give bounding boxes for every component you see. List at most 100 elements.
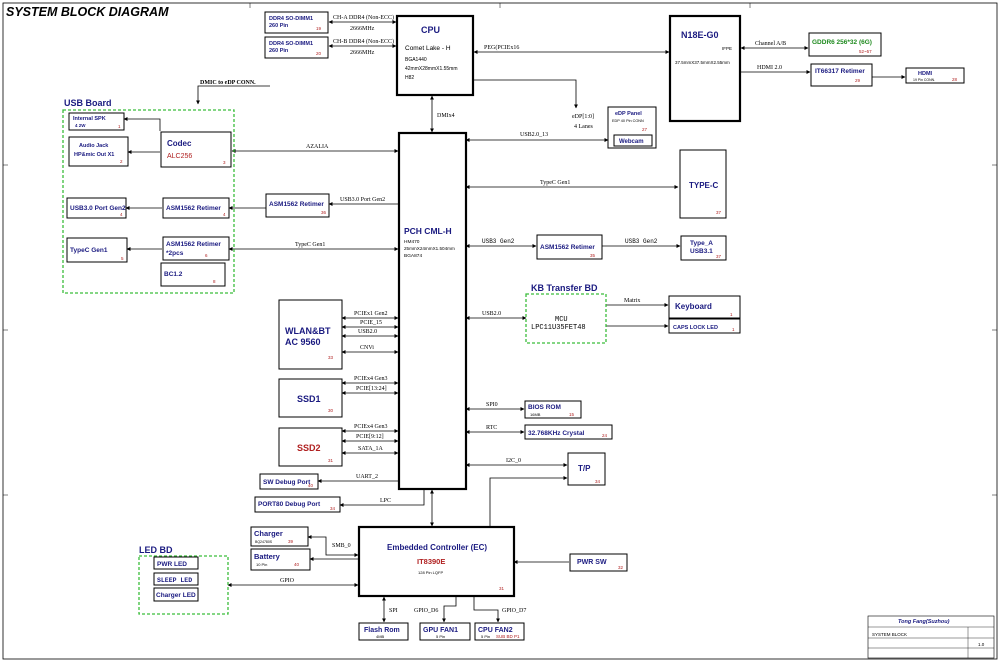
svg-text:MCU: MCU [555, 316, 568, 324]
svg-text:EDP 40 Pin CONN: EDP 40 Pin CONN [612, 119, 644, 123]
link-hdmi20: HDMI 2.0 [757, 65, 782, 71]
svg-text:GPU FAN1: GPU FAN1 [423, 627, 458, 634]
svg-text:USB3.0 Port Gen2: USB3.0 Port Gen2 [70, 205, 126, 212]
svg-text:GDDR6 256*32 (6G): GDDR6 256*32 (6G) [812, 39, 872, 46]
svg-text:4MB: 4MB [376, 634, 385, 639]
link-usb2-13: USB2.0_13 [520, 132, 548, 138]
svg-text:Type_A: Type_A [690, 240, 713, 247]
led-bd-group [138, 555, 229, 615]
svg-text:Charger LED: Charger LED [156, 592, 196, 599]
svg-text:IFPE: IFPE [722, 46, 732, 51]
link-dmic: DMIC to eDP CONN. [200, 80, 256, 86]
link-dmix4: DMIx4 [437, 113, 455, 119]
company-name: Tong Fang(Suzhou) [898, 619, 950, 625]
link-gpio: GPIO [280, 578, 295, 584]
svg-text:30: 30 [328, 408, 334, 413]
typec-gen1-block: TypeC Gen1 5 [66, 237, 128, 263]
page-title: SYSTEM BLOCK DIAGRAM [6, 5, 169, 19]
svg-text:260 Pin: 260 Pin [269, 48, 289, 54]
link-smb: SMB_0 [332, 543, 351, 549]
mcu-block: MCU LPC11U35FET48 [531, 316, 586, 332]
link-usb20-w: USB2.0 [358, 329, 377, 335]
charger-block: Charger BQ24780S 39 [250, 526, 309, 547]
svg-text:33: 33 [328, 355, 334, 360]
link-chb: CH-B DDR4 (Non-ECC) [333, 38, 394, 45]
capslock-block: CAPS LOCK LED 1 [668, 318, 741, 334]
type-a-block: Type_A USB3.1 37 [680, 235, 727, 261]
link-mhz2: 2666MHz [350, 50, 375, 56]
svg-text:37: 37 [716, 210, 722, 215]
svg-text:29: 29 [855, 78, 861, 83]
svg-text:35: 35 [590, 253, 596, 258]
pwr-sw-block: PWR SW 32 [569, 553, 628, 572]
dimm1-block: DDR4 SO-DIMM1 260 Pin 19 [264, 11, 329, 34]
svg-text:36: 36 [321, 210, 327, 215]
link-usb20-kb: USB2.0 [482, 311, 501, 317]
svg-text:10 Pin: 10 Pin [256, 562, 267, 567]
sw-debug-block: SW Debug Port 40 [259, 473, 319, 490]
svg-text:128 Pin LQFP: 128 Pin LQFP [418, 570, 443, 575]
svg-text:BC1.2: BC1.2 [164, 271, 183, 278]
svg-text:ASM1562 Retimer: ASM1562 Retimer [540, 244, 595, 251]
connections [123, 20, 906, 623]
doc-rev: 1.0 [978, 642, 985, 647]
svg-text:34: 34 [595, 479, 601, 484]
border-ticks [3, 3, 997, 496]
svg-text:PWR LED: PWR LED [157, 561, 187, 568]
ssd2-block: SSD2 31 [278, 427, 343, 467]
svg-text:HM470: HM470 [404, 239, 420, 245]
svg-text:52~57: 52~57 [859, 49, 872, 54]
svg-text:H82: H82 [405, 75, 414, 81]
link-gpio07: GPIO_D7 [502, 608, 526, 614]
svg-text:Charger: Charger [254, 529, 283, 538]
svg-text:BGA1440: BGA1440 [405, 57, 427, 63]
svg-text:DDR4 SO-DIMM1: DDR4 SO-DIMM1 [269, 41, 313, 47]
crystal-block: 32.768KHz Crystal 24 [524, 424, 613, 440]
svg-text:42mmX28mmX1.55mm: 42mmX28mmX1.55mm [405, 66, 458, 72]
svg-text:5: 5 [121, 256, 124, 261]
flash-rom-block: Flash Rom 4MB [358, 622, 409, 641]
usb-board-group [62, 109, 235, 294]
link-typec-gen1-l: TypeC Gen1 [295, 242, 325, 248]
typec-right-block: TYPE-C 37 [679, 149, 727, 219]
pch-block: PCH CML-H HM470 25mmX24mmX1.504mm BGA874 [397, 131, 468, 491]
svg-text:N18E-G0: N18E-G0 [681, 30, 719, 40]
svg-text:CPU: CPU [421, 25, 440, 35]
asm-mid-block: ASM1562 Retimer 36 [265, 193, 330, 218]
ec-block: Embedded Controller (EC) IT8390E 128 Pin… [357, 525, 516, 598]
keyboard-block: Keyboard 1 [668, 295, 741, 319]
svg-text:WLAN&BT: WLAN&BT [285, 326, 331, 336]
svg-text:IT8390E: IT8390E [417, 557, 445, 566]
codec-block: Codec ALC256 3 [160, 131, 232, 168]
link-matrix: Matrix [624, 298, 640, 304]
svg-text:34: 34 [330, 506, 336, 511]
svg-text:27: 27 [642, 127, 648, 132]
link-peg: PEG(PCIEx16 [484, 44, 519, 51]
svg-text:Battery: Battery [254, 552, 281, 561]
svg-text:6: 6 [205, 253, 208, 258]
svg-text:260 Pin: 260 Pin [269, 23, 289, 29]
svg-text:eDP Panel: eDP Panel [615, 111, 642, 117]
svg-text:T/P: T/P [578, 464, 591, 473]
link-mhz1: 2666MHz [350, 26, 375, 32]
svg-text:USB3.1: USB3.1 [690, 248, 713, 255]
svg-text:BQ24780S: BQ24780S [255, 540, 273, 544]
svg-text:ASM1562 Retimer: ASM1562 Retimer [166, 205, 221, 212]
svg-text:32: 32 [618, 565, 624, 570]
svg-text:3: 3 [223, 160, 226, 165]
svg-text:4 2W: 4 2W [75, 123, 86, 128]
hdmi-block: HDMI 19 Pin CONN. 28 [905, 67, 965, 84]
svg-text:28: 28 [952, 77, 958, 82]
svg-text:ASM1562 Retimer: ASM1562 Retimer [269, 201, 324, 208]
svg-text:TYPE-C: TYPE-C [689, 181, 719, 190]
svg-text:1: 1 [118, 124, 121, 129]
svg-text:31: 31 [499, 586, 505, 591]
svg-text:1: 1 [730, 312, 733, 317]
svg-text:Audio Jack: Audio Jack [79, 143, 109, 149]
link-channel-ab: Channel A/B [755, 41, 786, 47]
asm-right-block: ASM1562 Retimer 35 [536, 234, 603, 260]
dimm2-block: DDR4 SO-DIMM1 260 Pin 20 [264, 36, 329, 59]
link-pcie4a-b: PCIE[13:24] [356, 386, 387, 392]
audio-jack-block: Audio Jack HP&mic Out X1 2 [68, 136, 129, 167]
